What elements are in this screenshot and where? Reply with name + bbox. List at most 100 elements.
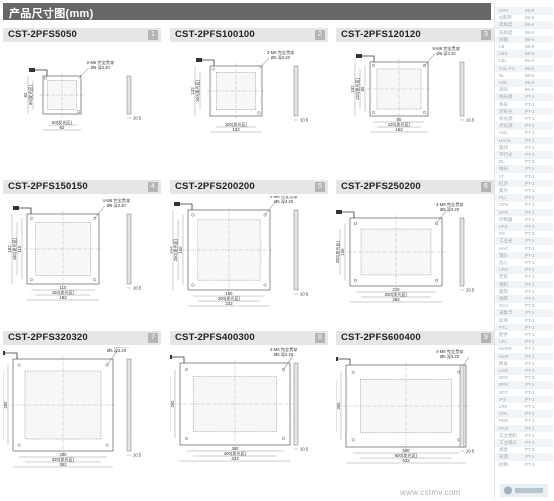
- sidebar-item-page: PT-1: [525, 447, 535, 453]
- dim-hole-spacing-v: 280: [3, 401, 8, 409]
- sidebar-item-page: PT-1: [525, 454, 535, 460]
- sidebar-item-label: 附录: [499, 360, 508, 366]
- card-number-badge: 1: [148, 30, 158, 40]
- sidebar-item-label: 工业相机: [499, 432, 517, 438]
- sidebar-item-label: 线阵: [499, 296, 508, 301]
- sidebar-item[interactable]: 线扫 PT-1: [495, 165, 553, 173]
- sidebar-item-page: PT-1: [525, 159, 535, 165]
- sidebar-item-label: HSL: [499, 80, 508, 85]
- connector-icon: [3, 351, 5, 355]
- sidebar-item-page: PT-1: [525, 116, 535, 121]
- sidebar-item-label: 条形: [499, 101, 508, 107]
- sidebar-item-page: 86-6: [525, 36, 535, 42]
- sidebar-item-label: SCT: [499, 389, 508, 395]
- mount-hole-icon: [354, 278, 358, 282]
- sidebar-item-page: PT-1: [525, 173, 535, 179]
- logo-icon: [500, 484, 548, 497]
- sidebar-item-page: PT-1: [525, 130, 535, 136]
- leader-line: [94, 205, 105, 219]
- sidebar-item-label: IPS: [499, 396, 507, 402]
- hole-note: 4-M6 完全贯穿: [436, 348, 463, 355]
- section-banner: 产品尺寸图(mm): [3, 3, 491, 20]
- sidebar-item-page: PT-1: [525, 303, 535, 309]
- sidebar-item-label: 环形光: [499, 108, 513, 114]
- sidebar-item-page: PT-1: [525, 382, 535, 388]
- sidebar-item-page: PT-1: [525, 166, 535, 172]
- sidebar-item-page: PT-1: [525, 260, 535, 265]
- sidebar-item-label: PTL: [499, 324, 508, 330]
- sidebar-item-label: 线扫: [499, 166, 508, 172]
- dim-outer-width: 232: [225, 301, 233, 306]
- sidebar-item-label: 控制: [499, 461, 508, 467]
- connector-icon: [196, 58, 202, 62]
- dim-thickness: 10.5: [466, 449, 475, 454]
- sidebar-item-label: 线光源: [499, 94, 513, 100]
